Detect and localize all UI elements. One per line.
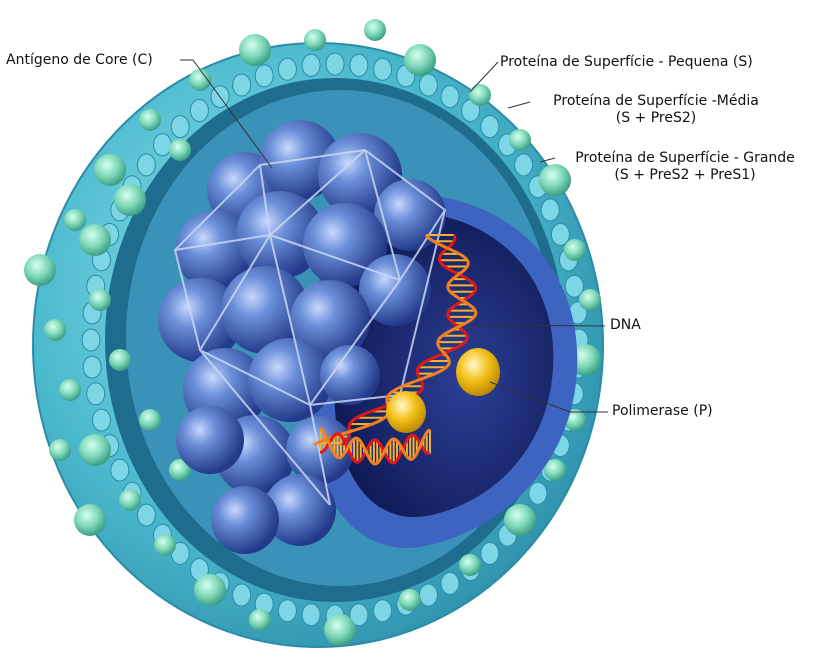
label-surface-protein-large-line1: Proteína de Superfície - Grande (560, 150, 810, 167)
surface-protein-knob (324, 614, 356, 646)
capsid-subunit (320, 345, 380, 405)
surface-protein-knob (169, 139, 191, 161)
surface-protein-knob (504, 504, 536, 536)
surface-protein-knob (109, 349, 131, 371)
surface-protein-knob (459, 554, 481, 576)
surface-protein-knob (579, 289, 601, 311)
label-polymerase: Polimerase (P) (612, 403, 713, 420)
surface-protein-knob (564, 239, 586, 261)
surface-protein-knob (304, 29, 326, 51)
label-surface-protein-medium-line2: (S + PreS2) (536, 110, 776, 127)
surface-protein-knob (154, 534, 176, 556)
surface-protein-knob (194, 574, 226, 606)
capsid-subunit (211, 486, 279, 554)
surface-protein-knob (94, 154, 126, 186)
surface-protein-knob (64, 209, 86, 231)
label-surface-protein-small: Proteína de Superfície - Pequena (S) (500, 54, 753, 71)
surface-protein-knob (239, 34, 271, 66)
label-surface-protein-large: Proteína de Superfície - Grande (S + Pre… (560, 150, 810, 184)
surface-protein-knob (79, 224, 111, 256)
surface-protein-knob (49, 439, 71, 461)
label-dna: DNA (610, 317, 641, 334)
surface-protein-knob (119, 489, 141, 511)
surface-protein-knob (399, 589, 421, 611)
label-core-antigen: Antígeno de Core (C) (6, 52, 153, 69)
surface-protein-knob (89, 289, 111, 311)
surface-protein-knob (404, 44, 436, 76)
surface-protein-knob (139, 109, 161, 131)
surface-protein-knob (59, 379, 81, 401)
surface-protein-knob (79, 434, 111, 466)
label-surface-protein-large-line2: (S + PreS2 + PreS1) (560, 167, 810, 184)
surface-protein-knob (44, 319, 66, 341)
surface-protein-knob (24, 254, 56, 286)
surface-protein-knob (74, 504, 106, 536)
surface-protein-knob (139, 409, 161, 431)
capsid-subunit (176, 406, 244, 474)
label-surface-protein-medium: Proteína de Superfície -Média (S + PreS2… (536, 93, 776, 127)
surface-protein-knob (509, 129, 531, 151)
surface-protein-knob (364, 19, 386, 41)
surface-protein-knob (249, 609, 271, 631)
label-surface-protein-medium-line1: Proteína de Superfície -Média (536, 93, 776, 110)
surface-protein-knob (114, 184, 146, 216)
surface-protein-knob (469, 84, 491, 106)
